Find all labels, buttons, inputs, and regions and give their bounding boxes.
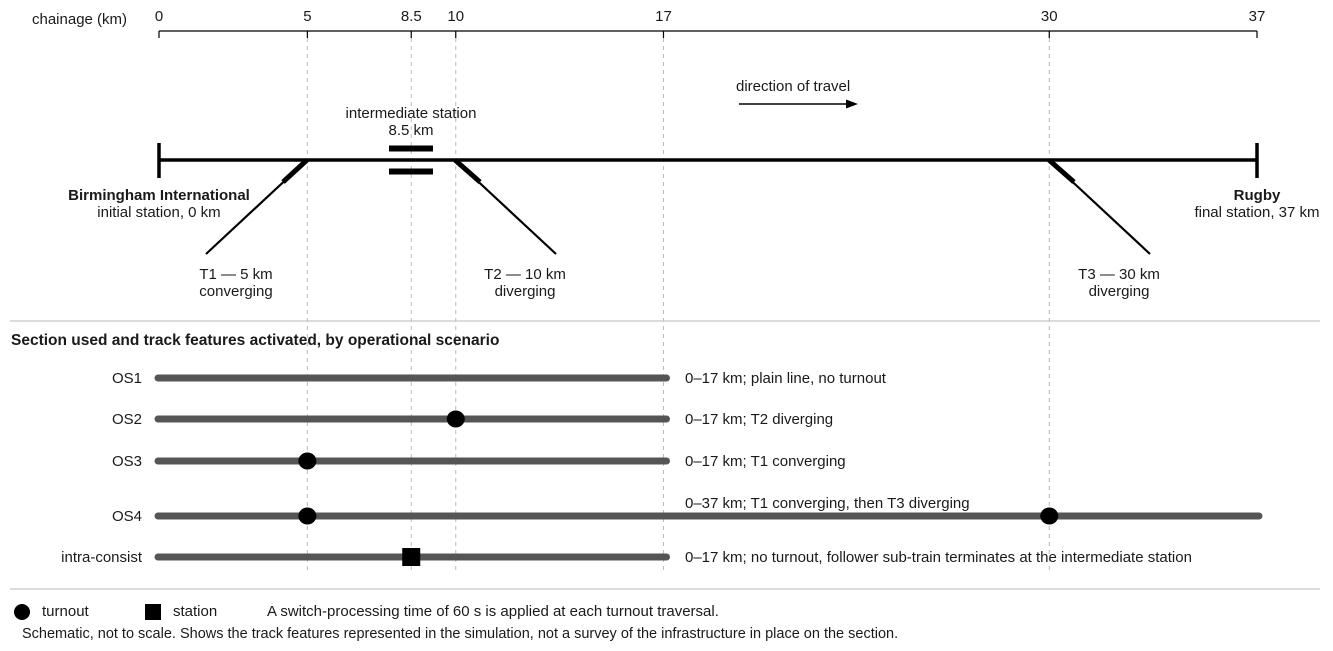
scenario-name: OS2 [112,411,142,428]
chainage-guide-lines [306,38,1050,570]
chainage-tick-label: 37 [1249,8,1266,25]
scenario-name: OS4 [112,508,142,525]
turnout-t3-switch [1047,158,1076,184]
turnout-t3-label: T3 — 30 km [1078,266,1160,283]
turnout-t1-switch [281,158,309,184]
scenario-note: 0–37 km; T1 converging, then T3 divergin… [685,495,970,512]
legend-station: station [145,603,267,620]
scenarios-title: Section used and track features activate… [11,332,499,349]
turnout-t2-type: diverging [495,283,556,300]
terminus-station-detail: final station, 37 km [1194,204,1319,221]
scenario-name: OS3 [112,453,142,470]
origin-station-name: Birmingham International [68,187,250,204]
terminus-station-name: Rugby [1234,187,1281,204]
origin-station-detail: initial station, 0 km [97,204,220,221]
turnout-t2-switch [453,158,482,184]
legend-turnout: turnout [14,603,145,620]
turnout-t1-label: T1 — 5 km [199,266,272,283]
chainage-axis-label: chainage (km) [32,11,127,28]
chainage-tick-label: 30 [1041,8,1058,25]
turnout-marker [1040,507,1059,525]
intermediate-station-platform-upper [389,145,433,152]
scenario-note: 0–17 km; no turnout, follower sub-train … [685,549,1192,566]
intermediate-station-name: intermediate station [346,105,477,122]
intermediate-station-chainage: 8.5 km [388,122,433,139]
turnout-marker [298,452,317,470]
direction-arrow-head [846,99,858,109]
turnout-marker [298,507,317,525]
chainage-tick-label: 8.5 [401,8,422,25]
intermediate-station-platform-lower [389,168,433,175]
legend-turnout-label: turnout [42,603,89,620]
scenario-note: 0–17 km; plain line, no turnout [685,370,887,387]
turnout-t3-type: diverging [1089,283,1150,300]
chainage-tick-label: 0 [155,8,163,25]
switch-processing-note: A switch-processing time of 60 s is appl… [267,603,719,620]
chainage-tick-label: 10 [447,8,464,25]
legend-station-label: station [173,603,218,620]
scenario-name: intra-consist [61,549,143,566]
turnout-marker [446,410,465,428]
turnout-marker-icon [14,603,30,620]
turnout-t2-label: T2 — 10 km [484,266,566,283]
scenario-name: OS1 [112,370,142,387]
chainage-tick-label: 17 [655,8,672,25]
turnout-t1-type: converging [199,283,272,300]
chainage-tick-label: 5 [303,8,311,25]
legend: turnout station A switch-processing time… [14,603,719,620]
schematic-footnote: Schematic, not to scale. Shows the track… [22,626,899,642]
chainage-ticks: 0 5 8.5 10 17 30 37 [155,8,1266,38]
scenario-note: 0–17 km; T2 diverging [685,411,833,428]
station-marker [402,548,421,566]
direction-of-travel-label: direction of travel [736,78,850,95]
station-marker-icon [145,603,161,620]
scenario-note: 0–17 km; T1 converging [685,453,846,470]
